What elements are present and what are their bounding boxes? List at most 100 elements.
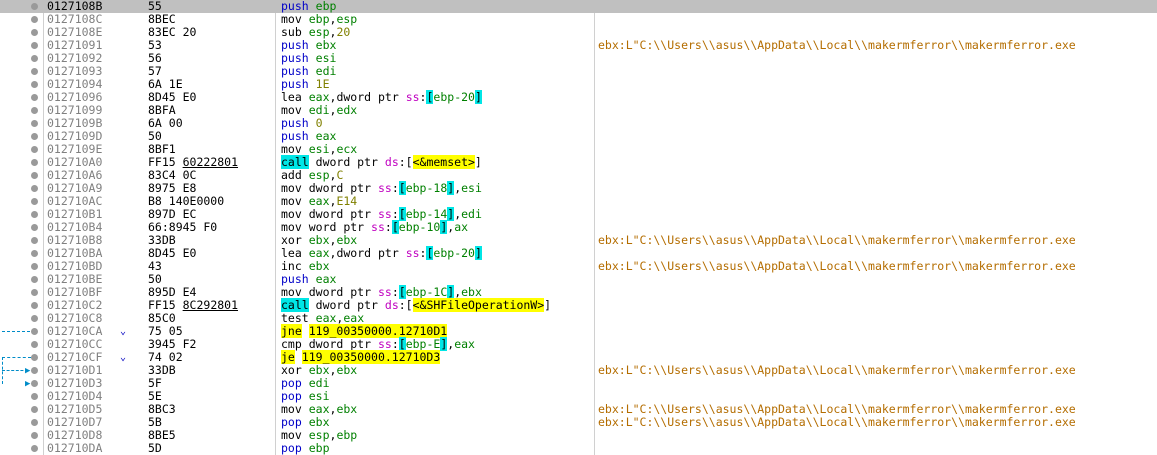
- instruction-text[interactable]: jne 119_00350000.12710D1: [281, 324, 448, 338]
- instruction-text[interactable]: pop ebp: [281, 442, 330, 455]
- instruction-text[interactable]: mov word ptr ss:[ebp-10],ax: [281, 220, 468, 234]
- breakpoint-dot-icon[interactable]: [31, 380, 38, 387]
- opcode-address-ref[interactable]: 60222801: [182, 155, 239, 169]
- instruction-text[interactable]: push eax: [281, 273, 336, 286]
- breakpoint-dot-icon[interactable]: [31, 55, 38, 62]
- instruction-text[interactable]: inc ebx: [281, 260, 330, 273]
- breakpoint-dot-icon[interactable]: [31, 393, 38, 400]
- instruction-text[interactable]: mov ebp,esp: [281, 13, 357, 26]
- instruction-text[interactable]: mov edi,edx: [281, 104, 357, 117]
- instruction-text[interactable]: lea eax,dword ptr ss:[ebp-20]: [281, 246, 482, 260]
- breakpoint-dot-icon[interactable]: [31, 81, 38, 88]
- breakpoint-dot-icon[interactable]: [31, 42, 38, 49]
- breakpoint-dot-icon[interactable]: [31, 146, 38, 153]
- instruction-text[interactable]: xor ebx,ebx: [281, 234, 357, 247]
- instruction-text[interactable]: call dword ptr ds:[<&SHFileOperationW>]: [281, 298, 551, 312]
- breakpoint-dot-icon[interactable]: [31, 302, 38, 309]
- breakpoint-dot-icon[interactable]: [31, 94, 38, 101]
- breakpoint-dot-icon[interactable]: [31, 16, 38, 23]
- instruction-text[interactable]: push 1E: [281, 78, 330, 91]
- breakpoint-dot-icon[interactable]: [31, 107, 38, 114]
- instruction-text[interactable]: pop ebx: [281, 416, 330, 429]
- breakpoint-dot-icon[interactable]: [31, 328, 38, 335]
- instruction-text[interactable]: lea eax,dword ptr ss:[ebp-20]: [281, 90, 482, 104]
- breakpoint-dot-icon[interactable]: [31, 68, 38, 75]
- instruction-text[interactable]: pop edi: [281, 377, 330, 390]
- breakpoint-dot-icon[interactable]: [31, 367, 38, 374]
- breakpoint-dot-icon[interactable]: [31, 445, 38, 452]
- breakpoint-dot-icon[interactable]: [31, 185, 38, 192]
- breakpoint-dot-icon[interactable]: [31, 276, 38, 283]
- breakpoint-dot-icon[interactable]: [31, 263, 38, 270]
- breakpoint-dot-icon[interactable]: [31, 432, 38, 439]
- breakpoint-dot-icon[interactable]: [31, 29, 38, 36]
- instruction-text[interactable]: xor ebx,ebx: [281, 364, 357, 377]
- instruction-text[interactable]: mov dword ptr ss:[ebp-14],edi: [281, 207, 482, 221]
- breakpoint-dot-icon[interactable]: [31, 159, 38, 166]
- instruction-text[interactable]: call dword ptr ds:[<&memset>]: [281, 155, 482, 169]
- instruction-text[interactable]: push 0: [281, 117, 323, 130]
- instruction-text[interactable]: push ebp: [281, 0, 336, 13]
- breakpoint-dot-icon[interactable]: [31, 315, 38, 322]
- breakpoint-dot-icon[interactable]: [31, 198, 38, 205]
- breakpoint-dot-icon[interactable]: [31, 406, 38, 413]
- instruction-text[interactable]: push ebx: [281, 39, 336, 52]
- breakpoint-dot-icon[interactable]: [31, 419, 38, 426]
- breakpoint-dot-icon[interactable]: [31, 120, 38, 127]
- breakpoint-dot-icon[interactable]: [31, 172, 38, 179]
- breakpoint-dot-icon[interactable]: [31, 250, 38, 257]
- instruction-text[interactable]: mov dword ptr ss:[ebp-1C],ebx: [281, 285, 482, 299]
- instruction-text[interactable]: mov esp,ebp: [281, 429, 357, 442]
- breakpoint-dot-icon[interactable]: [31, 341, 38, 348]
- instruction-text[interactable]: add esp,C: [281, 169, 343, 182]
- breakpoint-dot-icon[interactable]: [31, 224, 38, 231]
- instruction-text[interactable]: cmp dword ptr ss:[ebp-E],eax: [281, 337, 475, 351]
- instruction-text[interactable]: mov esi,ecx: [281, 143, 357, 156]
- instruction-text[interactable]: push esi: [281, 52, 336, 65]
- breakpoint-dot-icon[interactable]: [31, 237, 38, 244]
- instruction-text[interactable]: sub esp,20: [281, 26, 350, 39]
- instruction-text[interactable]: mov dword ptr ss:[ebp-18],esi: [281, 181, 482, 195]
- breakpoint-dot-icon[interactable]: [31, 3, 38, 10]
- instruction-text[interactable]: pop esi: [281, 390, 330, 403]
- instruction-text[interactable]: test eax,eax: [281, 312, 364, 325]
- instruction-text[interactable]: je 119_00350000.12710D3: [281, 350, 441, 364]
- instruction-text[interactable]: push eax: [281, 130, 336, 143]
- breakpoint-dot-icon[interactable]: [31, 133, 38, 140]
